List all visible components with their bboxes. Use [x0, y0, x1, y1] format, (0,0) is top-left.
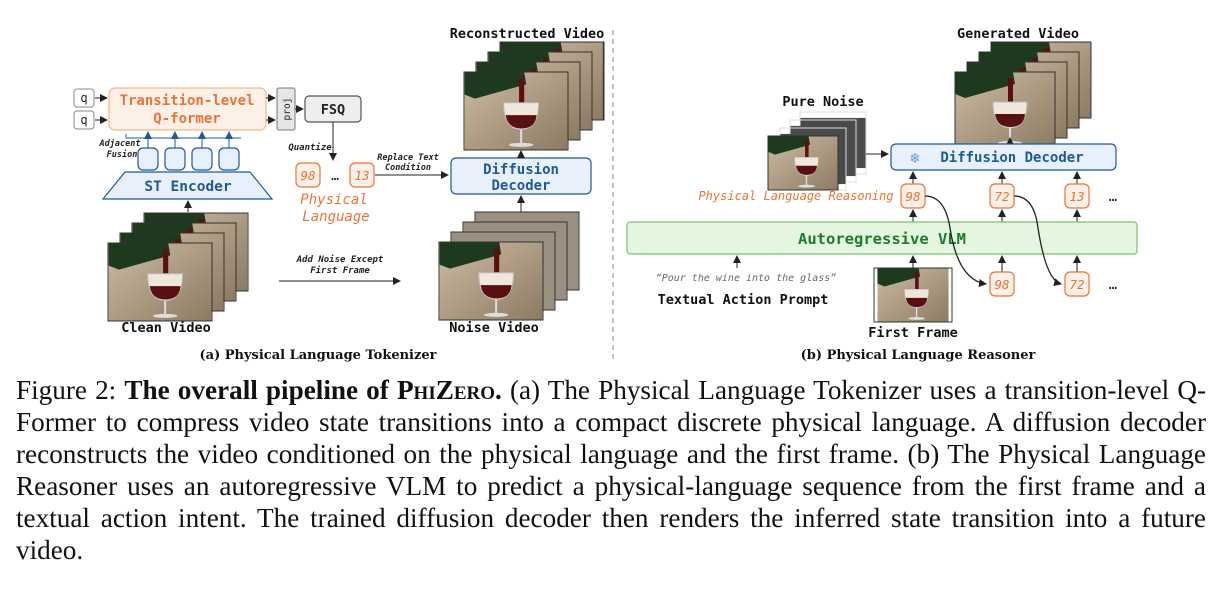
generated-video-stack	[954, 41, 1092, 149]
figure-caption: Figure 2: The overall pipeline of PhiZer…	[16, 374, 1206, 566]
clean-video-label: Clean Video	[121, 320, 210, 336]
fsq-label: FSQ	[321, 102, 345, 118]
token-box	[295, 162, 321, 188]
pipeline-figure: Reconstructed Video q q Transition-level…	[73, 26, 1138, 363]
qformer-box	[108, 87, 267, 131]
reconstructed-video-stack	[463, 41, 605, 151]
top-token-label: 72	[994, 189, 1009, 204]
qformer-label: Transition-level	[120, 93, 255, 109]
caption-body: (a) The Physical Language Tokenizer uses…	[16, 375, 1207, 565]
add-noise-label: Add Noise Except	[296, 254, 384, 265]
caption-bold-lead: The overall pipeline of	[124, 375, 389, 405]
diffusion-decoder-label: Decoder	[491, 178, 550, 194]
qformer-label: Q-former	[153, 111, 220, 127]
query-token-box	[73, 110, 95, 130]
pure-noise-label: Pure Noise	[782, 94, 863, 110]
bottom-token-label: 72	[1069, 277, 1084, 292]
bottom-token-ellipsis: …	[1109, 277, 1117, 293]
adjacent-fusion-blocks	[125, 132, 241, 171]
top-token-label: 98	[905, 189, 920, 204]
reasoning-label: Physical Language Reasoning	[698, 189, 893, 203]
diffusion-decoder-label: Diffusion	[483, 162, 559, 178]
quantize-label: Quantize	[288, 142, 332, 153]
top-token-ellipsis: …	[1109, 189, 1117, 205]
physical-language-label: Language	[302, 209, 369, 225]
reconstructed-video-label: Reconstructed Video	[450, 26, 604, 42]
replace-condition-label: Condition	[385, 162, 431, 173]
top-token-row	[900, 171, 1090, 209]
snowflake-icon: ❄	[910, 149, 919, 167]
prompt-quote: “Pour the wine into the glass”	[656, 273, 837, 284]
st-encoder-label: ST Encoder	[144, 179, 232, 195]
diffusion-decoder-box	[890, 143, 1117, 171]
st-encoder-box	[101, 171, 274, 200]
pure-noise-stack	[767, 111, 867, 191]
caption-model-name: PhiZero	[396, 375, 496, 405]
caption-bold-end: .	[495, 375, 502, 405]
first-frame-label: First Frame	[868, 325, 957, 341]
generated-video-label: Generated Video	[957, 26, 1079, 42]
bottom-token-row	[989, 271, 1090, 297]
clean-video-stack	[107, 212, 249, 322]
replace-condition-label: Replace Text	[377, 153, 438, 163]
top-token-label: 13	[1069, 189, 1084, 204]
diffusion-decoder-label: Diffusion Decoder	[940, 150, 1083, 166]
first-frame-image	[873, 267, 953, 323]
bottom-token-label: 98	[994, 277, 1009, 292]
subcaption-a: (a) Physical Language Tokenizer	[200, 348, 437, 363]
vlm-label: Autoregressive VLM	[798, 230, 966, 248]
noise-video-label: Noise Video	[449, 320, 538, 336]
query-token-label: q	[80, 113, 87, 127]
subcaption-b: (b) Physical Language Reasoner	[801, 348, 1036, 363]
add-noise-label: First Frame	[310, 265, 370, 276]
adjacent-fusion-label: Adjacent	[99, 138, 141, 149]
adjacent-fusion-label: Fusion	[107, 149, 138, 160]
token-ellipsis: …	[331, 169, 339, 184]
noise-video-stack	[438, 211, 580, 321]
vlm-box	[626, 221, 1138, 255]
textual-prompt-label: Textual Action Prompt	[658, 292, 829, 308]
autoregressive-connectors	[924, 195, 1062, 287]
caption-label: Figure 2:	[16, 375, 117, 405]
proj-label: proj	[282, 98, 293, 121]
token-label: 98	[300, 168, 315, 183]
token-label: 13	[354, 168, 369, 183]
query-token-box	[73, 88, 95, 108]
physical-language-label: Physical	[300, 192, 367, 208]
token-box	[349, 162, 375, 188]
query-token-label: q	[80, 91, 87, 105]
